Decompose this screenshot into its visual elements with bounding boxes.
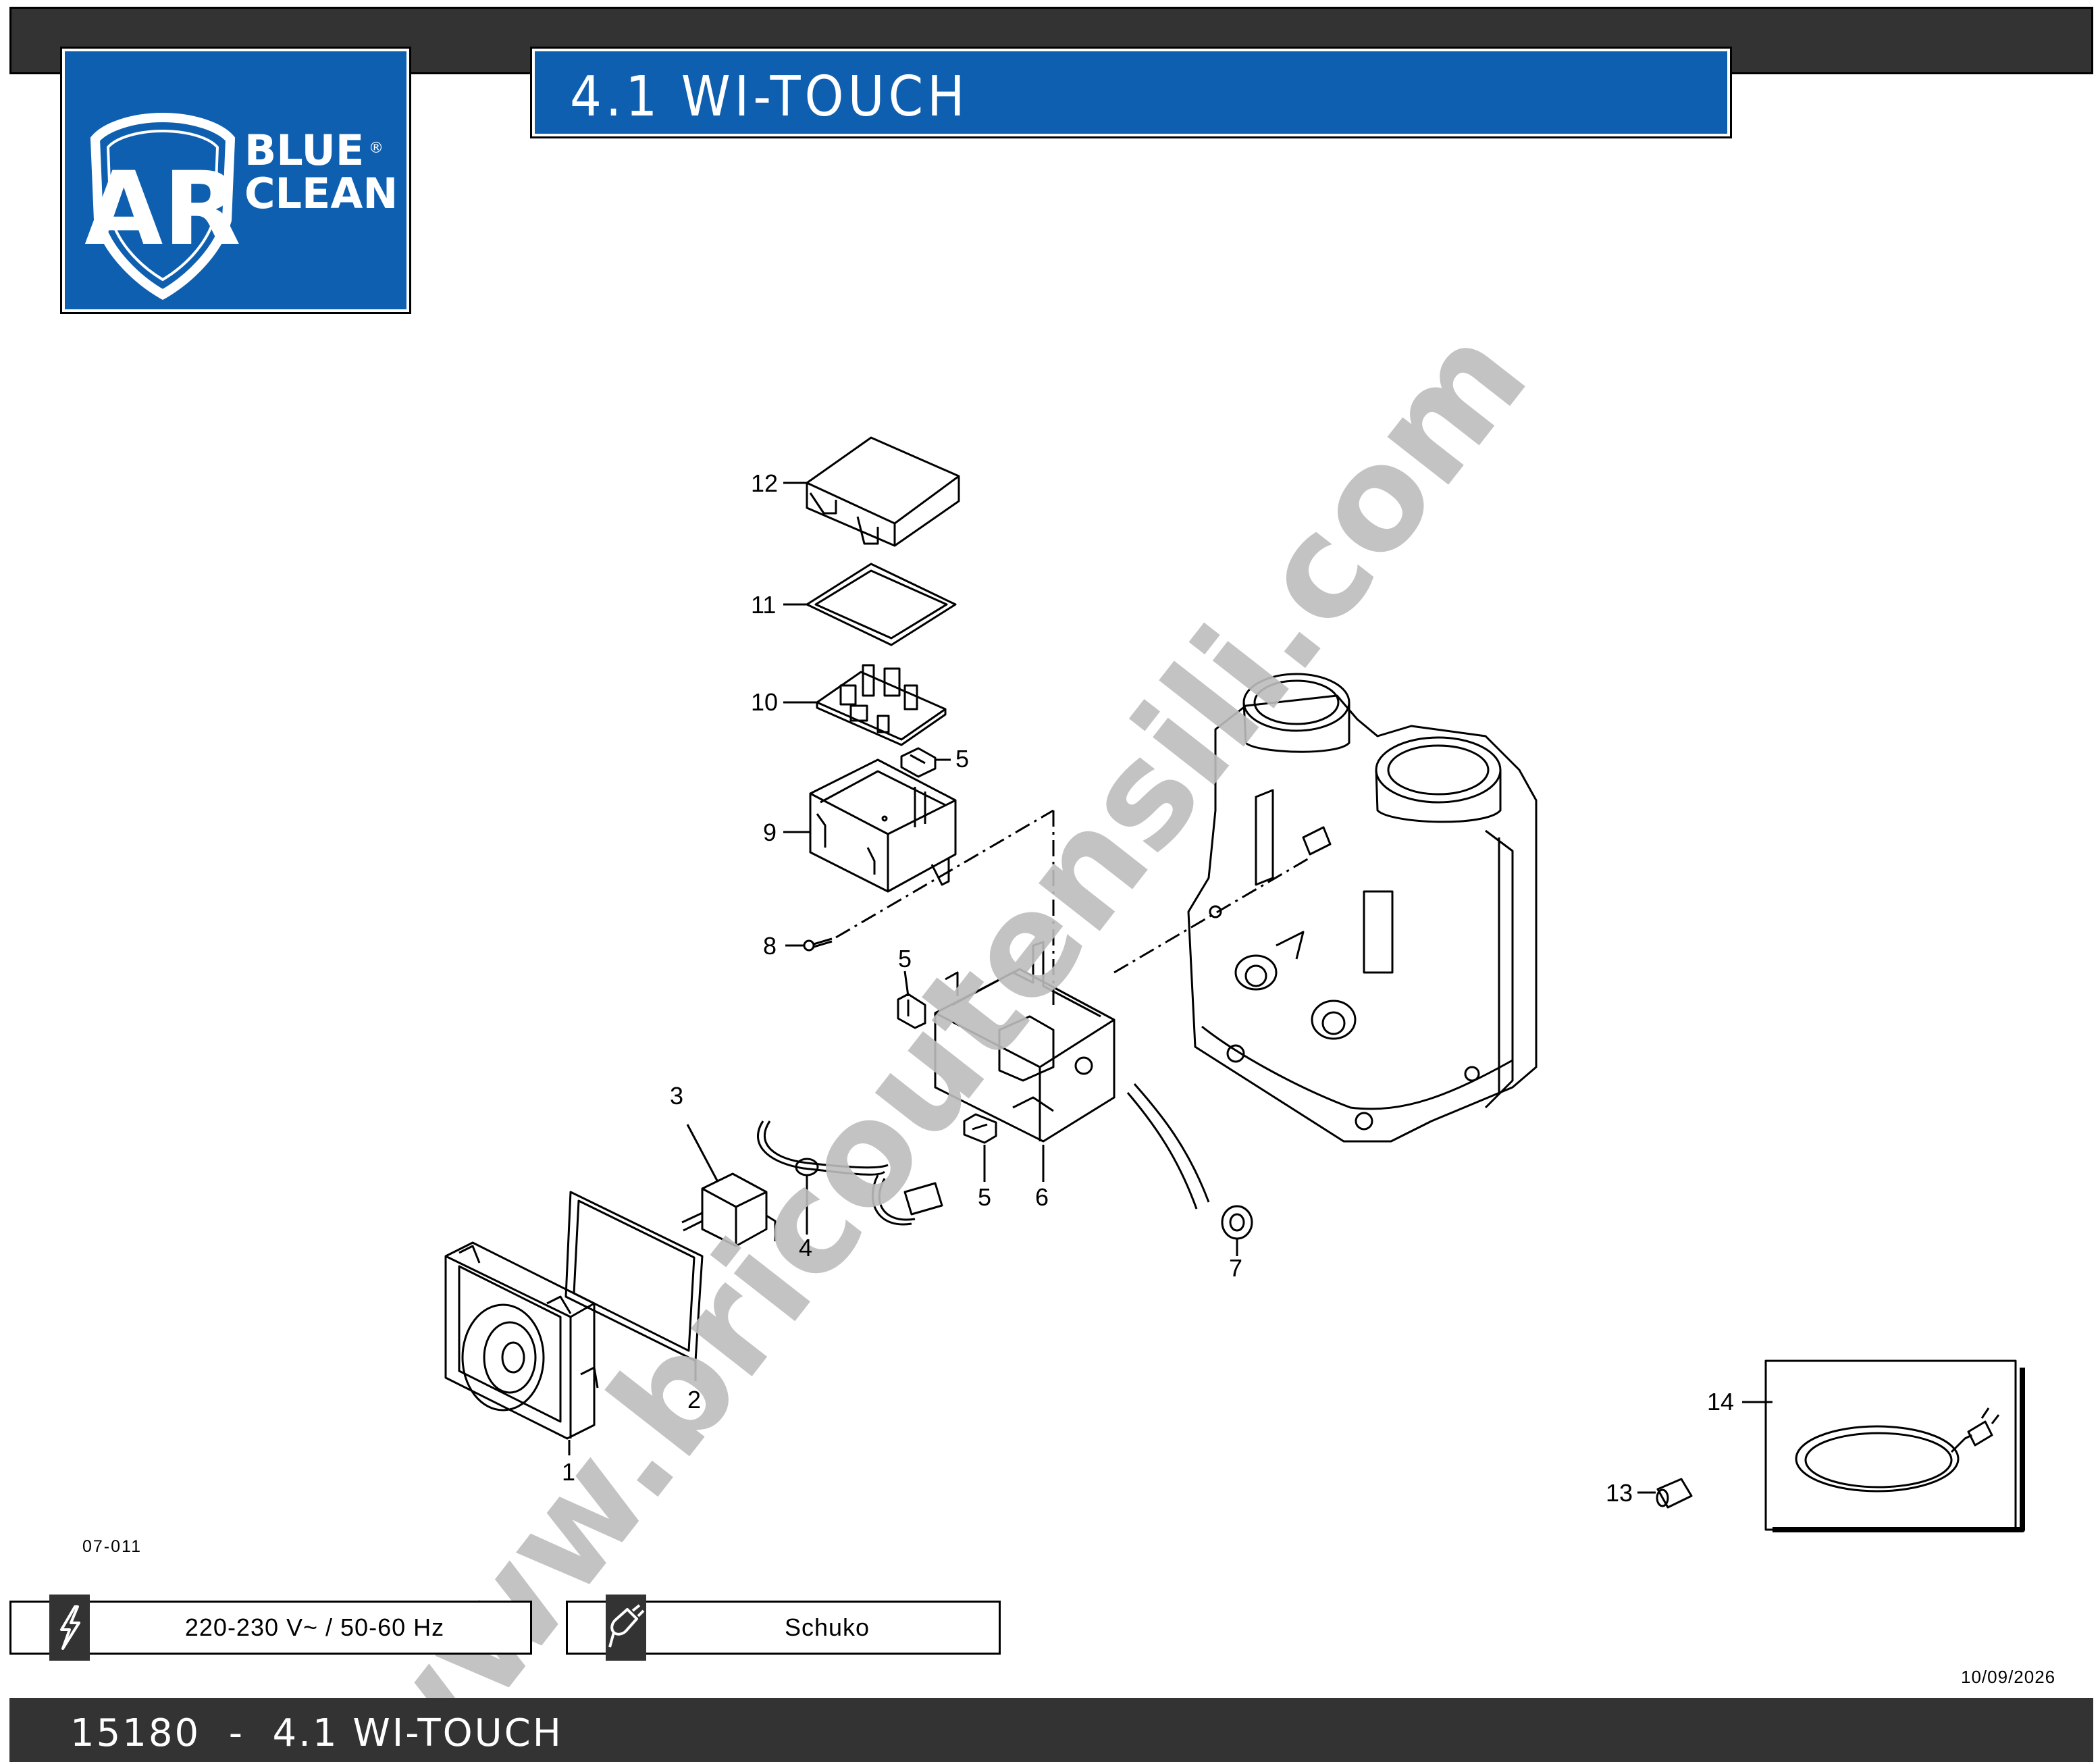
callout-6: 6 xyxy=(1035,1183,1049,1211)
brand-logo: AR BLUE CLEAN ® xyxy=(60,47,411,314)
callout-4: 4 xyxy=(799,1234,813,1262)
part-6-bracket xyxy=(934,941,1115,1143)
plug-icon xyxy=(606,1595,646,1661)
part-8-screw xyxy=(803,937,833,952)
document-date: 10/09/2026 xyxy=(1961,1667,2056,1687)
logo-text-clean: CLEAN xyxy=(244,169,398,218)
part-10-circuit-board xyxy=(816,664,947,746)
part-4-wire-harness xyxy=(757,1120,943,1226)
callout-3: 3 xyxy=(670,1082,684,1110)
callout-8: 8 xyxy=(763,932,777,960)
callout-13: 13 xyxy=(1606,1479,1633,1507)
logo-text-blue: BLUE xyxy=(244,126,364,175)
watermark-text: www.bricoutensili.com xyxy=(309,296,1558,1762)
spec-plug: Schuko xyxy=(566,1595,1001,1661)
part-11-gasket xyxy=(806,563,957,646)
part-5-clip-lower xyxy=(963,1113,997,1144)
bottom-bar: 15180 - 4.1 WI-TOUCH xyxy=(9,1698,2093,1762)
callout-9: 9 xyxy=(763,819,777,846)
part-7-hose-grommet xyxy=(1126,1083,1253,1240)
spec-voltage-label: 220-230 V~ / 50-60 Hz xyxy=(184,1613,445,1641)
part-5-clip-top xyxy=(900,747,937,778)
title-bar: 4.1 WI-TOUCH xyxy=(530,47,1732,138)
callout-14: 14 xyxy=(1707,1388,1735,1416)
callout-7: 7 xyxy=(1229,1254,1243,1282)
part-9-box xyxy=(809,758,957,893)
part-12-lid xyxy=(806,436,960,547)
svg-text:AR: AR xyxy=(84,151,241,268)
lightning-icon xyxy=(49,1595,90,1661)
page-title: 4.1 WI-TOUCH xyxy=(570,65,969,129)
part-1-front-panel xyxy=(444,1241,599,1440)
callout-12: 12 xyxy=(751,469,779,497)
callout-5-lower: 5 xyxy=(978,1183,992,1211)
part-3-rotary-switch xyxy=(681,1172,777,1247)
callout-1: 1 xyxy=(562,1458,576,1486)
ar-logo-icon: AR BLUE CLEAN ® xyxy=(84,112,398,301)
callout-10: 10 xyxy=(751,688,779,716)
bottom-bar-title: 15180 - 4.1 WI-TOUCH xyxy=(70,1711,563,1755)
callout-11: 11 xyxy=(751,591,777,619)
callout-5-top: 5 xyxy=(955,745,970,773)
spec-voltage: 220-230 V~ / 50-60 Hz xyxy=(9,1595,532,1661)
spec-plug-label: Schuko xyxy=(784,1613,870,1641)
part-13-connector xyxy=(1656,1478,1693,1509)
housing-casing xyxy=(1187,673,1538,1143)
callout-2: 2 xyxy=(687,1386,702,1414)
registered-mark: ® xyxy=(369,140,384,157)
part-14-power-cable xyxy=(1764,1359,2025,1532)
callout-5-middle: 5 xyxy=(898,945,912,973)
reference-code: 07-011 xyxy=(82,1537,142,1556)
